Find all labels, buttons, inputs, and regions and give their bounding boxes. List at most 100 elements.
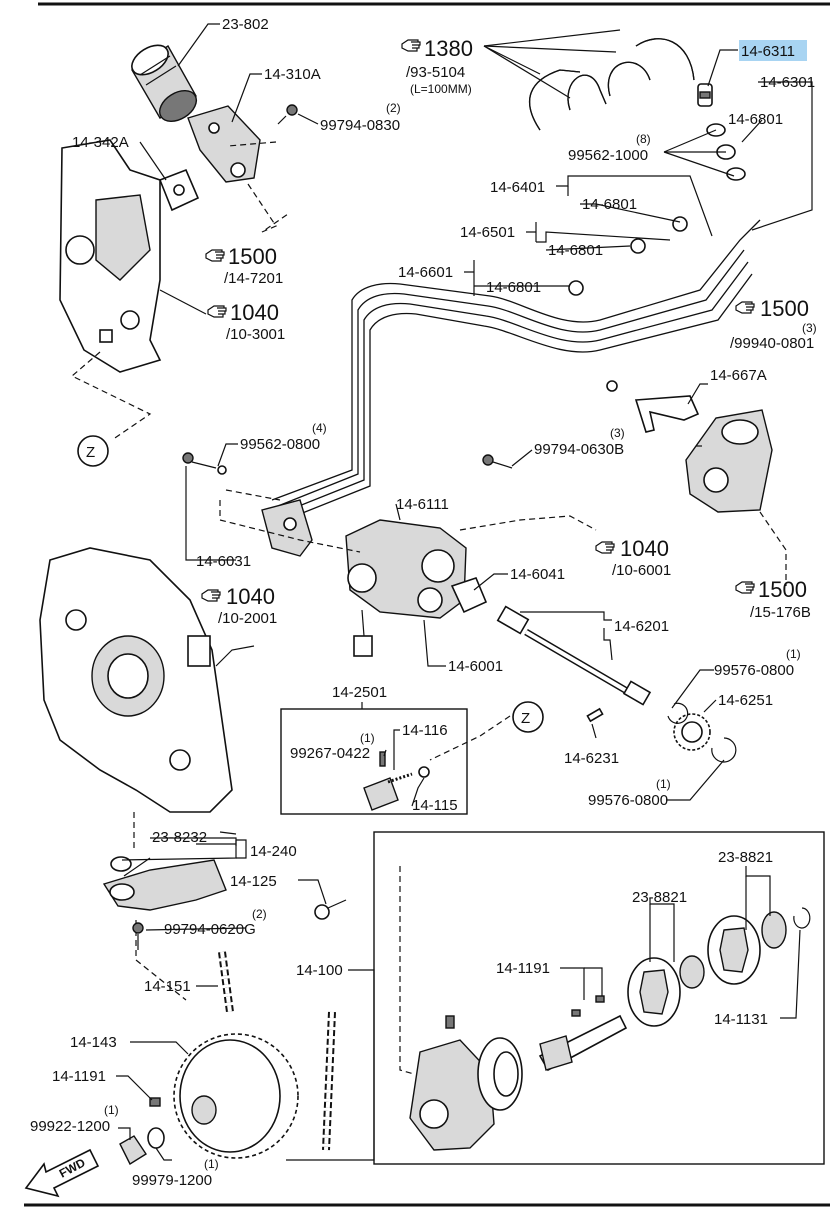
front-housing-illustration xyxy=(39,547,233,813)
sprocket-14-143-illustration xyxy=(173,1033,299,1159)
front-housing-top-illustration xyxy=(59,139,162,373)
label-14-2501: 14-2501 xyxy=(332,684,387,701)
label-14-1191-a: 14-1191 xyxy=(496,960,550,977)
label-14-6031: 14-6031 xyxy=(196,553,251,570)
reference-hand-icon-1500-c xyxy=(735,581,755,594)
qty-1-a: (1) xyxy=(786,647,801,661)
oil-strainer-14-240-illustration xyxy=(102,856,227,911)
valve-assembly-illustration xyxy=(363,751,430,811)
reference-hand-icon-1500-b xyxy=(735,301,755,314)
label-14-6251: 14-6251 xyxy=(718,692,773,709)
reference-circle-z-top xyxy=(77,435,109,467)
z-text-top: Z xyxy=(86,444,95,461)
label-14-6001: 14-6001 xyxy=(448,658,503,675)
reference-hand-icon-1380 xyxy=(401,39,421,52)
label-14-310A: 14-310A xyxy=(264,66,321,83)
qty-1-c: (1) xyxy=(656,777,671,791)
reference-hand-icon-1500-a xyxy=(205,249,225,262)
label-99562-1000: 99562-1000 xyxy=(568,147,648,164)
gear-14-6251-illustration xyxy=(673,713,711,751)
ref-1040-b: 1040 xyxy=(620,536,669,561)
qty-4: (4) xyxy=(312,421,327,435)
label-14-6801-b: 14-6801 xyxy=(582,196,637,213)
oil-pump-body-illustration xyxy=(409,1015,495,1151)
label-99794-0630B: 99794-0630B xyxy=(534,441,624,458)
reference-hand-icon-1040-a xyxy=(207,305,227,318)
label-14-6311: 14-6311 xyxy=(741,43,795,60)
rotor-23-8821-a-illustration xyxy=(627,955,705,1027)
metering-pump-illustration xyxy=(345,519,467,657)
bolt-99794-0630B-illustration xyxy=(482,454,513,469)
label-14-6501: 14-6501 xyxy=(460,224,515,241)
label-23-8821-b: 23-8821 xyxy=(718,849,773,866)
forward-direction-arrow: FWD xyxy=(24,1148,100,1198)
washer-99979-1200-illustration xyxy=(147,1127,165,1149)
label-14-6111: 14-6111 xyxy=(396,496,449,513)
reference-hand-icon-1040-c xyxy=(201,589,221,602)
label-14-6401: 14-6401 xyxy=(490,179,545,196)
label-14-6601: 14-6601 xyxy=(398,264,453,281)
qty-3-a: (3) xyxy=(802,321,817,335)
label-14-6231: 14-6231 xyxy=(564,750,619,767)
bracket-14-667A-illustration xyxy=(606,380,700,433)
ref-1040-a-sub: /10-3001 xyxy=(226,326,285,343)
label-14-115: 14-115 xyxy=(412,797,458,814)
reference-circle-z-mid xyxy=(512,701,544,733)
label-99576-0800-b: 99576-0800 xyxy=(588,792,668,809)
oil-filter-body-illustration xyxy=(187,105,261,183)
ref-1500-a: 1500 xyxy=(228,244,277,269)
water-pump-housing-illustration xyxy=(685,409,773,513)
ref-1500-c: 1500 xyxy=(758,577,807,602)
label-14-6301: 14-6301 xyxy=(760,74,815,91)
label-14-6801-d: 14-6801 xyxy=(486,279,541,296)
gasket-14-342A-illustration xyxy=(158,168,200,212)
label-14-100: 14-100 xyxy=(296,962,343,979)
label-99794-0830: 99794-0830 xyxy=(320,117,400,134)
keys-14-1191-illustration xyxy=(571,995,605,1017)
drive-shaft-14-6201-illustration xyxy=(496,605,652,706)
label-14-6201: 14-6201 xyxy=(614,618,669,635)
rotor-23-8821-b-illustration xyxy=(707,911,787,985)
qty-3-b: (3) xyxy=(610,426,625,440)
pump-manifold-illustration xyxy=(261,499,313,557)
label-99267-0422: 99267-0422 xyxy=(290,745,370,762)
snap-rings-illustration xyxy=(667,702,737,763)
label-14-116: 14-116 xyxy=(402,722,448,739)
label-99940-0801: /99940-0801 xyxy=(730,335,814,352)
label-14-240: 14-240 xyxy=(250,843,297,860)
ref-1040-c: 1040 xyxy=(226,584,275,609)
label-99794-0620G: 99794-0620G xyxy=(164,921,256,938)
ref-1040-b-sub: /10-6001 xyxy=(612,562,671,579)
label-14-342A: 14-342A xyxy=(72,134,129,151)
snap-ring-14-1131-illustration xyxy=(793,907,811,929)
label-14-143: 14-143 xyxy=(70,1034,117,1051)
label-23-8821-a: 23-8821 xyxy=(632,889,687,906)
chain-14-151-illustration xyxy=(218,951,336,1151)
ref-1380: 1380 xyxy=(424,36,473,61)
ref-1500-c-sub: /15-176B xyxy=(750,604,811,621)
qty-8: (8) xyxy=(636,132,651,146)
label-99562-0800: 99562-0800 xyxy=(240,436,320,453)
qty-1-b: (1) xyxy=(360,731,375,745)
oil-pump-cover-illustration xyxy=(477,1037,523,1111)
oil-pump-box xyxy=(373,831,825,1165)
ref-1380-note: (L=100MM) xyxy=(410,82,472,96)
metering-pipes-illustration xyxy=(271,219,761,519)
label-14-6041: 14-6041 xyxy=(510,566,565,583)
ref-1500-b: 1500 xyxy=(760,296,809,321)
ref-1380-sub: /93-5104 xyxy=(406,64,465,81)
bolt-99794-0830-illustration xyxy=(277,104,298,125)
bolts-99562-0800-illustration xyxy=(182,452,227,475)
label-14-6801-a: 14-6801 xyxy=(728,111,783,128)
label-99922-1200: 99922-1200 xyxy=(30,1118,110,1135)
qty-2-a: (2) xyxy=(386,101,401,115)
label-14-667A: 14-667A xyxy=(710,367,767,384)
qty-1-e: (1) xyxy=(204,1157,219,1171)
label-99979-1200: 99979-1200 xyxy=(132,1172,212,1189)
label-14-1191-b: 14-1191 xyxy=(52,1068,106,1085)
reference-hand-icon-1040-b xyxy=(595,541,615,554)
bolt-99794-0620G-illustration xyxy=(132,922,144,950)
hose-1380-illustration xyxy=(529,38,695,131)
label-14-125: 14-125 xyxy=(230,873,277,890)
